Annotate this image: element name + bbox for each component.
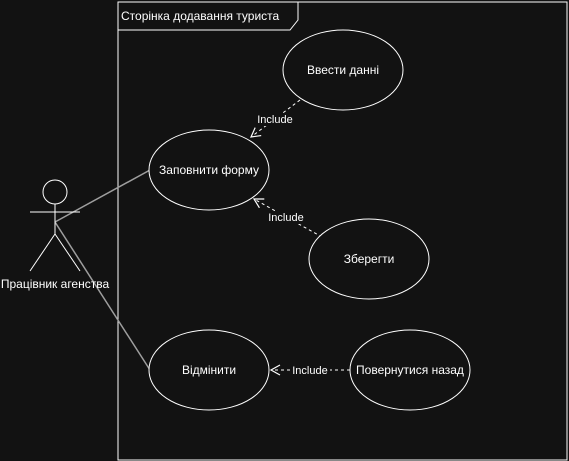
use-case-ellipse xyxy=(349,329,471,411)
use-case-label: Відмінити xyxy=(182,363,236,377)
use-case-enter-data[interactable]: Ввести данні xyxy=(282,29,404,111)
actor[interactable]: Працівник агенства xyxy=(1,179,110,291)
use-case-ellipse xyxy=(148,329,270,411)
actor-right-leg xyxy=(54,233,81,272)
actor-label: Працівник агенства xyxy=(1,277,110,291)
use-case-save[interactable]: Зберегти xyxy=(308,218,430,300)
association-actor-cancel[interactable] xyxy=(54,221,151,371)
include-label-save: Include xyxy=(268,212,303,224)
associations xyxy=(54,169,151,371)
use-case-fill-form[interactable]: Заповнити форму xyxy=(148,129,270,211)
use-case-ellipse xyxy=(282,29,404,111)
use-case-go-back[interactable]: Повернутися назад xyxy=(349,329,471,411)
use-case-label: Заповнити форму xyxy=(159,163,259,177)
use-case-label: Ввести данні xyxy=(307,63,379,77)
include-label-bg-1 xyxy=(255,113,295,126)
include-label-go-back: Include xyxy=(292,365,327,377)
include-label-bg-3 xyxy=(290,364,330,377)
include-label-enter-data: Include xyxy=(257,114,292,126)
include-relations: Include Include Include xyxy=(250,99,350,377)
use-case-ellipse xyxy=(308,218,430,300)
use-case-label: Повернутися назад xyxy=(356,363,464,377)
actor-left-leg xyxy=(29,233,56,272)
actor-head xyxy=(42,179,68,205)
include-label-bg-2 xyxy=(266,211,306,224)
boundary-title: Сторінка додавання туриста xyxy=(121,9,280,23)
boundary-title-tab xyxy=(117,1,299,31)
use-case-cancel[interactable]: Відмінити xyxy=(148,329,270,411)
use-case-ellipse xyxy=(148,129,270,211)
use-case-label: Зберегти xyxy=(344,252,395,266)
association-actor-fill-form[interactable] xyxy=(54,169,151,223)
